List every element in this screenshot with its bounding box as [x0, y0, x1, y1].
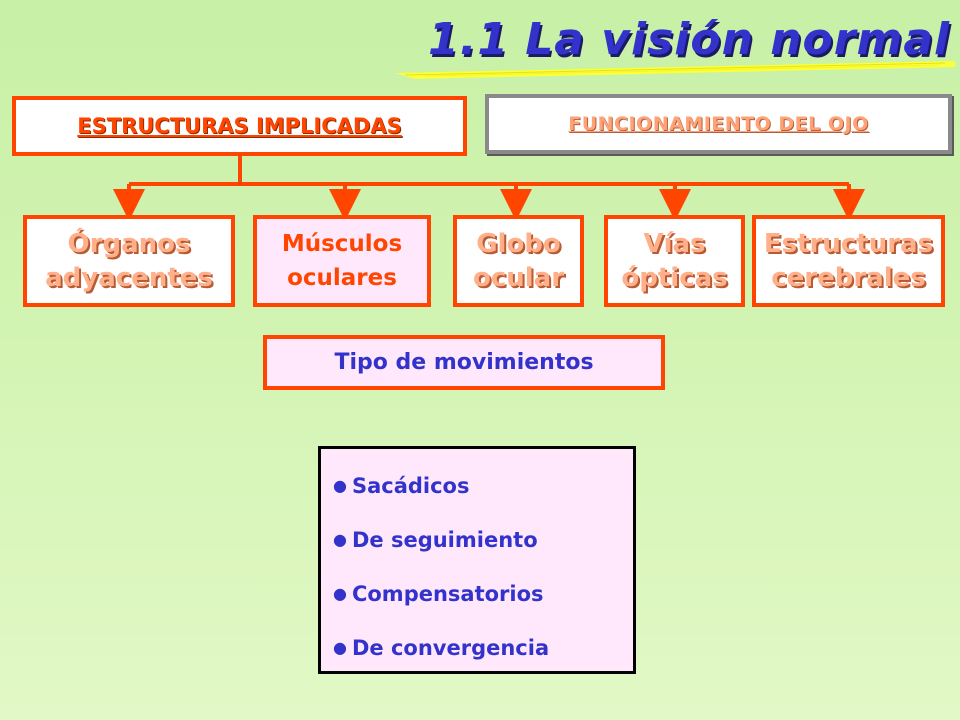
- movement-types-list: ●Sacádicos ●De seguimiento ●Compensatori…: [318, 446, 636, 674]
- funcionamiento-del-ojo-label: FUNCIONAMIENTO DEL OJO: [568, 113, 869, 135]
- organos-adyacentes-line1: Órganos: [67, 229, 191, 259]
- organos-adyacentes-line2: adyacentes: [45, 263, 213, 293]
- musculos-oculares-line1: Músculos: [281, 231, 403, 257]
- page-title: 1.1 La visión normal: [428, 14, 951, 65]
- estructuras-cerebrales-line1: Estructuras: [763, 229, 934, 259]
- organos-adyacentes-box[interactable]: Órganos adyacentes: [23, 215, 235, 307]
- list-item-label: Sacádicos: [351, 474, 470, 498]
- list-item-label: De seguimiento: [351, 528, 538, 552]
- vias-opticas-box[interactable]: Vías ópticas: [604, 215, 745, 307]
- globo-ocular-box[interactable]: Globo ocular: [453, 215, 584, 307]
- bullet-icon: ●: [333, 476, 347, 495]
- list-item: ●De seguimiento: [333, 513, 633, 567]
- tipo-de-movimientos-label: Tipo de movimientos: [334, 350, 594, 375]
- list-item: ●De convergencia: [333, 621, 633, 675]
- funcionamiento-del-ojo-link[interactable]: FUNCIONAMIENTO DEL OJO: [485, 94, 952, 154]
- bullet-icon: ●: [333, 530, 347, 549]
- globo-ocular-line2: ocular: [472, 263, 565, 293]
- musculos-oculares-box[interactable]: Músculos oculares: [253, 215, 431, 307]
- vias-opticas-line1: Vías: [643, 229, 706, 259]
- bullet-icon: ●: [333, 584, 347, 603]
- globo-ocular-line1: Globo: [476, 229, 561, 259]
- list-item-label: De convergencia: [351, 636, 550, 660]
- list-item: ●Compensatorios: [333, 567, 633, 621]
- estructuras-cerebrales-line2: cerebrales: [771, 263, 926, 293]
- estructuras-implicadas-label: ESTRUCTURAS IMPLICADAS: [77, 114, 402, 138]
- list-item-label: Compensatorios: [351, 582, 544, 606]
- bullet-icon: ●: [333, 638, 347, 657]
- estructuras-cerebrales-box[interactable]: Estructuras cerebrales: [752, 215, 945, 307]
- tipo-de-movimientos-box: Tipo de movimientos: [263, 335, 665, 390]
- musculos-oculares-line2: oculares: [287, 265, 397, 291]
- title-highlight-stroke: [395, 61, 955, 79]
- estructuras-implicadas-box[interactable]: ESTRUCTURAS IMPLICADAS: [12, 96, 467, 156]
- vias-opticas-line2: ópticas: [621, 263, 728, 293]
- list-item: ●Sacádicos: [333, 459, 633, 513]
